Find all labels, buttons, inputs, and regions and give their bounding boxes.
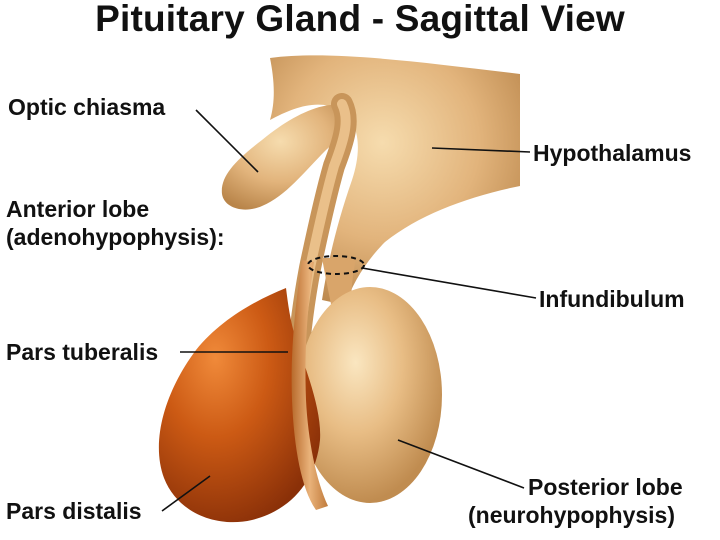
label-hypothalamus: Hypothalamus <box>533 140 692 166</box>
hypothalamus-shape <box>270 55 520 305</box>
label-pars-tuberalis: Pars tuberalis <box>6 339 159 365</box>
label-anterior-lobe: Anterior lobe <box>6 196 150 222</box>
leader-pars-distalis <box>161 475 211 512</box>
leader-infundibulum <box>361 267 537 299</box>
leader-hypothalamus <box>431 147 531 153</box>
optic-chiasma-shape <box>221 104 352 210</box>
label-pars-distalis: Pars distalis <box>6 498 142 524</box>
label-infundibulum: Infundibulum <box>539 286 685 312</box>
posterior-lobe-shape <box>298 287 442 503</box>
pars-tuberalis-shape <box>291 260 328 510</box>
diagram-title: Pituitary Gland - Sagittal View <box>95 0 625 39</box>
infundibulum-ring <box>307 255 365 275</box>
anterior-lobe-shape <box>158 288 321 523</box>
label-adenohypophysis: (adenohypophysis): <box>6 224 225 250</box>
label-posterior-lobe: Posterior lobe <box>528 474 683 500</box>
leader-posterior-lobe <box>397 439 525 489</box>
label-neurohypophysis: (neurohypophysis) <box>468 502 676 528</box>
leader-optic-chiasma <box>195 109 259 173</box>
label-optic-chiasma: Optic chiasma <box>8 94 166 120</box>
